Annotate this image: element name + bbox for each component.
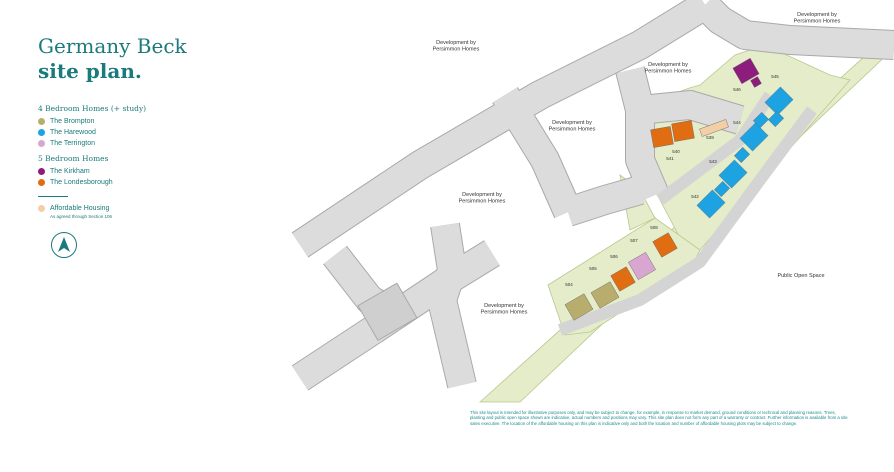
legend: 4 Bedroom Homes (+ study) The Brompton T… — [38, 104, 146, 219]
legend-divider — [38, 196, 68, 197]
north-arrow-icon — [51, 230, 77, 258]
legend-item-kirkham: The Kirkham — [38, 166, 146, 177]
house-kirkham — [750, 76, 762, 88]
house-londesborough — [650, 126, 674, 148]
legend-item-harewood: The Harewood — [38, 127, 146, 138]
plot-number: 544 — [733, 120, 741, 125]
house-brompton — [564, 293, 594, 321]
affordable-note: As agreed through Section 106 — [50, 214, 113, 219]
house-harewood — [696, 189, 726, 219]
legend-item-brompton: The Brompton — [38, 116, 146, 127]
house-brompton — [590, 281, 620, 309]
plot-number: 504 — [565, 282, 573, 287]
house-harewood — [718, 159, 748, 189]
plot-number: 542 — [691, 194, 699, 199]
house-kirkham — [732, 57, 760, 85]
house-londesborough — [610, 266, 636, 292]
plot-number: 506 — [610, 254, 618, 259]
title-line-2: site plan. — [38, 59, 142, 83]
plot-numbers: 504 505 506 507 508 539 540 541 542 543 544 545 546 — [565, 74, 779, 287]
legend-item-affordable: Affordable Housing — [38, 203, 146, 214]
plot-number: 508 — [650, 225, 658, 230]
legend-label: The Londesborough — [50, 179, 113, 186]
legend-group-5-bedroom: 5 Bedroom Homes — [38, 154, 109, 163]
public-open-space-label: Public Open Space — [777, 273, 824, 279]
londesborough-swatch-icon — [38, 179, 45, 186]
disclaimer: This site layout is intended for illustr… — [470, 410, 848, 426]
legend-item-londesborough: The Londesborough — [38, 177, 146, 188]
house-londesborough — [652, 232, 678, 258]
legend-label: The Kirkham — [50, 168, 90, 175]
house-harewood — [733, 146, 751, 164]
plot-number: 541 — [666, 156, 674, 161]
plot-number: 543 — [709, 159, 717, 164]
house-harewood — [713, 180, 731, 198]
house-harewood — [764, 86, 794, 116]
legend-label: The Brompton — [50, 118, 95, 125]
terrington-swatch-icon — [38, 140, 45, 147]
house-harewood — [739, 122, 769, 152]
legend-label: Affordable Housing — [50, 205, 110, 212]
plot-number: 505 — [589, 266, 597, 271]
house-londesborough — [671, 120, 695, 142]
plot-number: 545 — [771, 74, 779, 79]
title-line-1: Germany Beck — [38, 34, 187, 58]
brompton-swatch-icon — [38, 118, 45, 125]
legend-group-4-bedroom: 4 Bedroom Homes (+ study) — [38, 104, 147, 113]
kirkham-swatch-icon — [38, 168, 45, 175]
house-harewood — [752, 111, 770, 129]
page-title: Germany Beck site plan. — [38, 34, 187, 84]
affordable-swatch-icon — [38, 205, 45, 212]
house-footprints — [564, 57, 794, 321]
house-harewood — [767, 110, 785, 128]
plot-number: 507 — [630, 238, 638, 243]
plot-number: 540 — [672, 149, 680, 154]
harewood-swatch-icon — [38, 129, 45, 136]
legend-label: The Harewood — [50, 129, 96, 136]
roads — [291, 0, 894, 391]
legend-label: The Terrington — [50, 140, 96, 147]
plot-number: 546 — [733, 87, 741, 92]
house-terrington — [628, 252, 656, 280]
house-affordable — [699, 119, 729, 137]
plot-number: 539 — [706, 135, 714, 140]
legend-item-terrington: The Terrington — [38, 138, 146, 149]
